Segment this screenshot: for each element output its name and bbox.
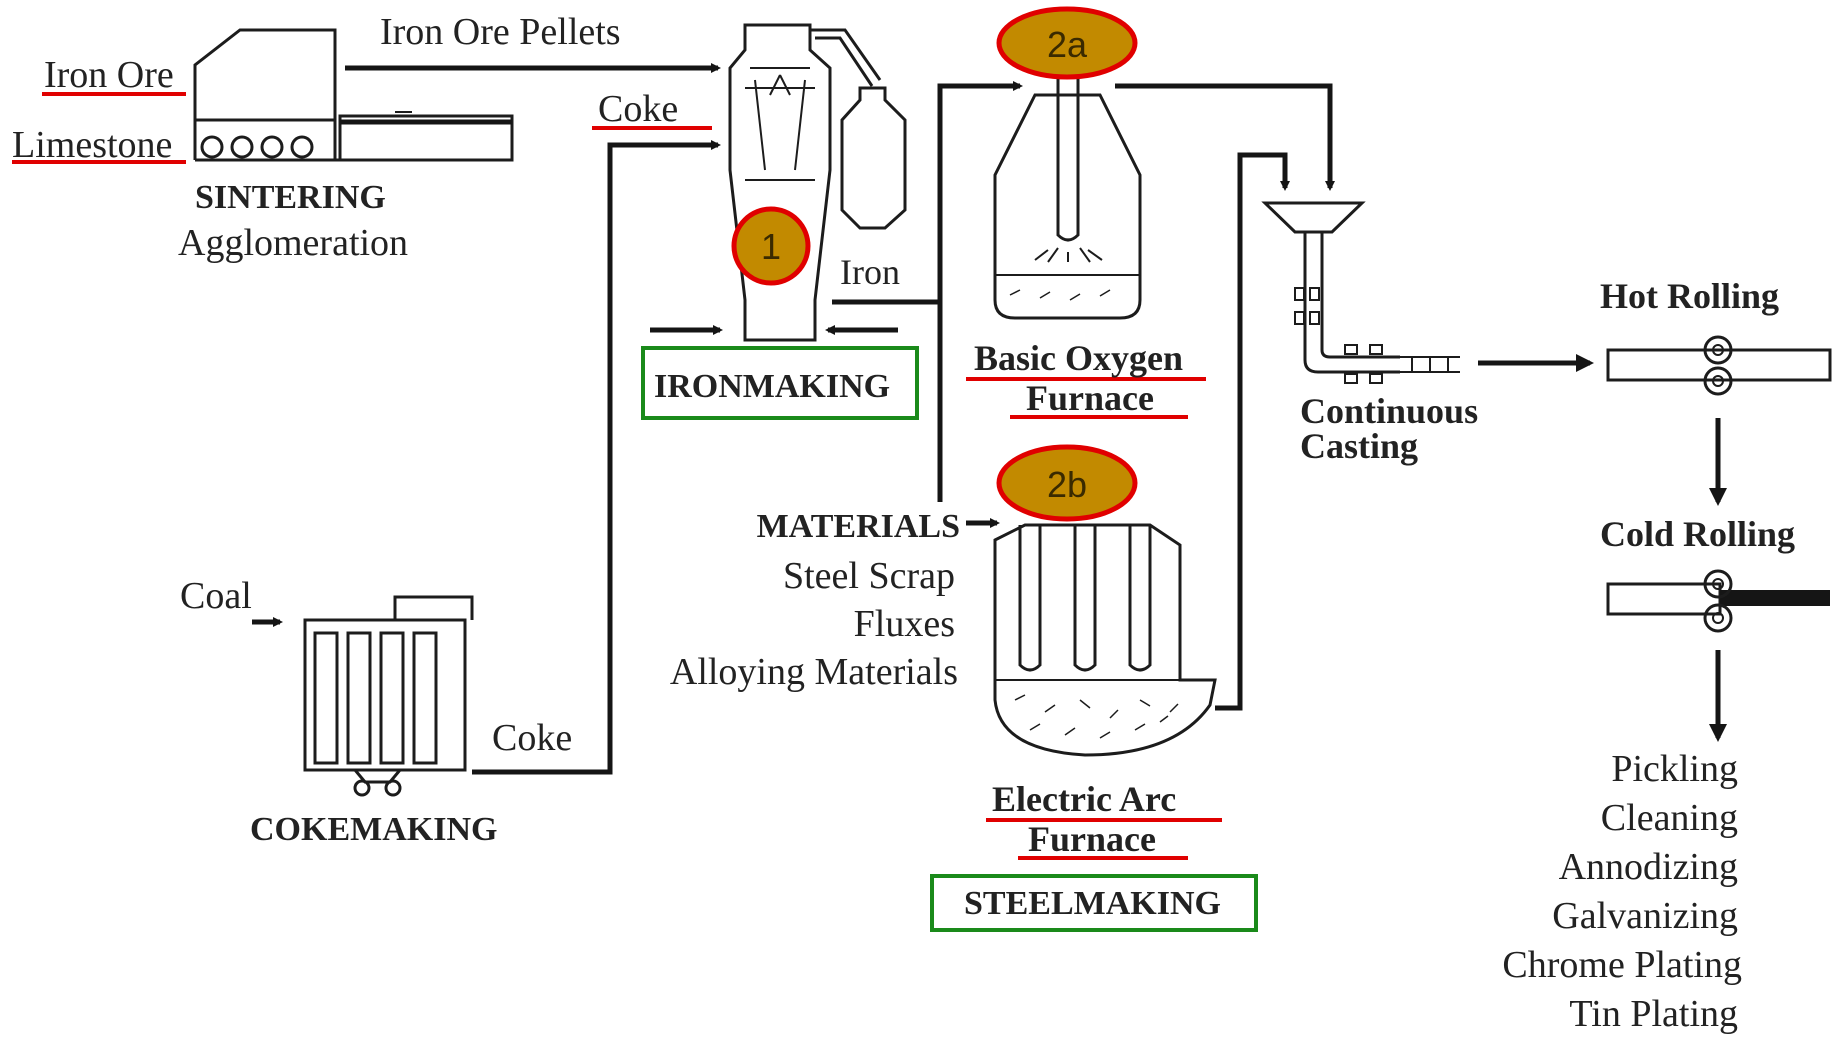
- badge-2b: 2b: [996, 444, 1138, 522]
- hot-rolling-mill: [1606, 335, 1832, 396]
- eaf-label-line2: Furnace: [1028, 819, 1156, 859]
- cold-rolling-mill: [1606, 569, 1830, 633]
- fluxes-label: Fluxes: [854, 603, 955, 645]
- hot-rolling-label: Hot Rolling: [1600, 276, 1779, 316]
- basic-oxygen-furnace: [993, 72, 1142, 320]
- agglomeration-label: Agglomeration: [178, 222, 408, 264]
- badge-1-label: 1: [761, 226, 781, 267]
- finishing-list: Pickling Cleaning Annodizing Galvanizing…: [1502, 748, 1742, 1035]
- flow-arrows: [252, 63, 1727, 775]
- sintering-plant: [193, 28, 514, 162]
- finishing-item: Chrome Plating: [1502, 944, 1742, 986]
- iron-ore-label: Iron Ore: [44, 54, 174, 96]
- ironmaking-box: [641, 346, 919, 420]
- finishing-item: Tin Plating: [1569, 993, 1738, 1035]
- eaf-to-caster-arrow: [1215, 152, 1290, 711]
- badge-1: 1: [731, 206, 811, 286]
- red-underlines: [12, 92, 1222, 860]
- iron-ore-pellets-label: Iron Ore Pellets: [380, 11, 621, 53]
- bof-label-line2: Furnace: [1026, 378, 1154, 418]
- blast-furnace: [728, 23, 907, 342]
- continuous-casting-line1: Continuous: [1300, 391, 1478, 431]
- steelmaking-box: [930, 874, 1258, 932]
- coke-oven: [303, 595, 474, 797]
- coke-bottom-label: Coke: [492, 717, 572, 759]
- badge-2a: 2a: [996, 6, 1138, 80]
- finishing-item: Galvanizing: [1552, 895, 1738, 937]
- materials-label: MATERIALS: [757, 508, 960, 545]
- electric-arc-furnace: [993, 523, 1217, 757]
- finishing-item: Pickling: [1611, 748, 1738, 790]
- steel-scrap-label: Steel Scrap: [783, 555, 955, 597]
- cold-rolling-label: Cold Rolling: [1600, 514, 1795, 554]
- finishing-item: Annodizing: [1559, 846, 1738, 888]
- text-labels: Iron Ore Limestone Iron Ore Pellets Coke…: [12, 11, 1795, 922]
- finishing-item: Cleaning: [1601, 797, 1738, 839]
- iron-to-bof-arrow: [937, 81, 1023, 502]
- continuous-caster: [1261, 201, 1460, 384]
- limestone-label: Limestone: [12, 124, 172, 166]
- badge-2a-label: 2a: [1047, 24, 1088, 65]
- sintering-label: SINTERING: [195, 179, 386, 216]
- cokemaking-label: COKEMAKING: [250, 811, 497, 848]
- coke-top-label: Coke: [598, 88, 678, 130]
- bof-label-line1: Basic Oxygen: [974, 338, 1183, 378]
- coal-label: Coal: [180, 575, 252, 617]
- badge-2b-label: 2b: [1047, 464, 1087, 505]
- iron-label: Iron: [840, 252, 900, 292]
- alloying-materials-label: Alloying Materials: [670, 651, 958, 693]
- eaf-label-line1: Electric Arc: [992, 779, 1176, 819]
- continuous-casting-line2: Casting: [1300, 426, 1418, 466]
- coke-to-furnace-line: [472, 140, 721, 775]
- ironmaking-label: IRONMAKING: [654, 368, 890, 405]
- steelmaking-label: STEELMAKING: [964, 885, 1221, 922]
- bof-to-caster-arrow: [1115, 83, 1335, 191]
